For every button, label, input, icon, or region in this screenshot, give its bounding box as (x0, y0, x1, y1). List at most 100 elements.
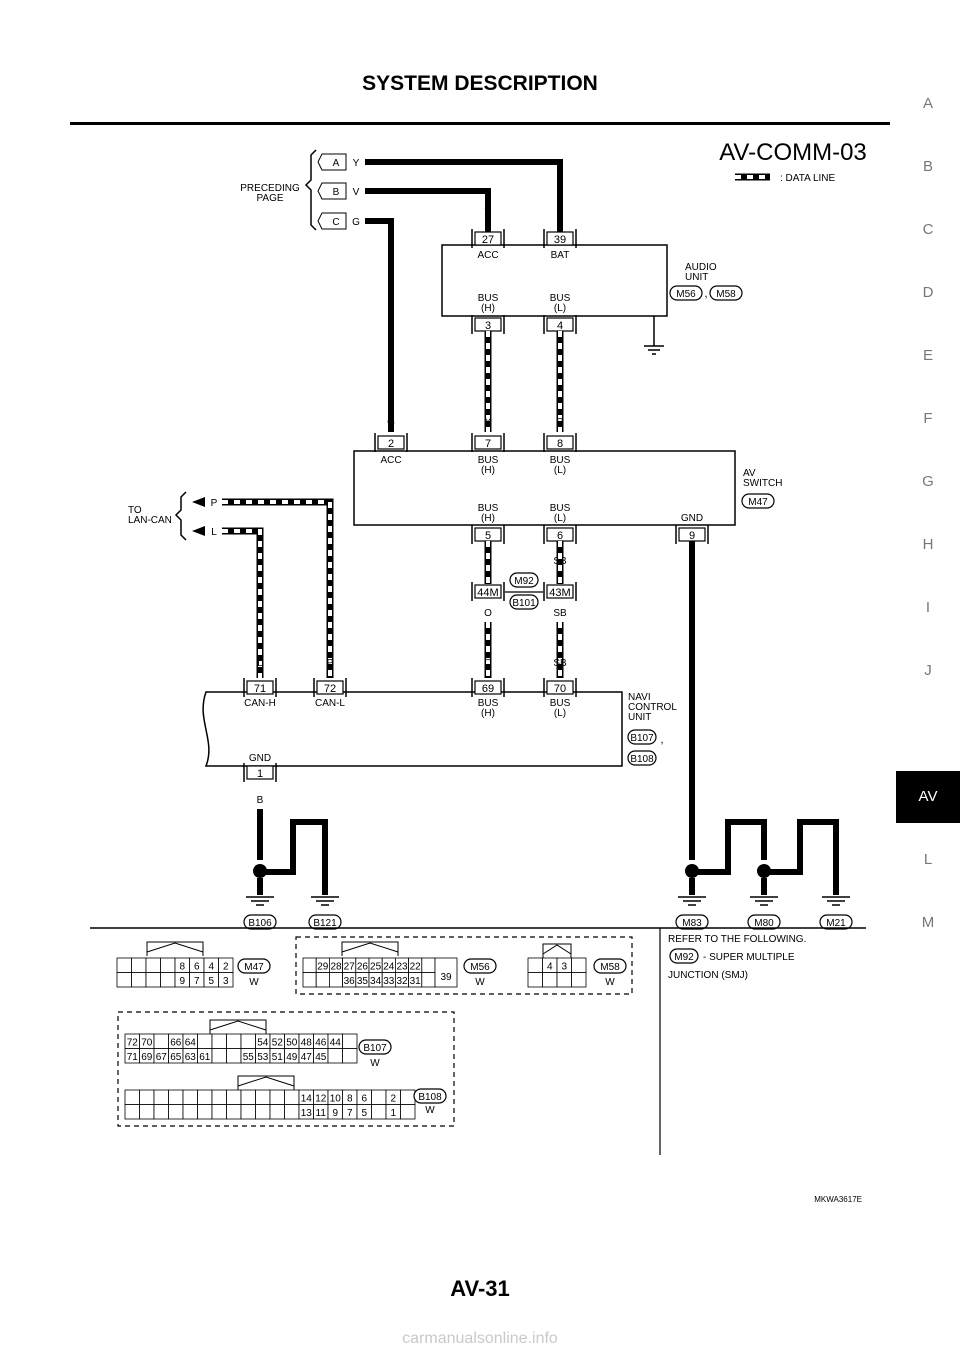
connector-view-m47-hood (146, 942, 204, 953)
connector-view-b108-pin: 12 (315, 1094, 327, 1105)
connector-view-m56-id-label: M56 (470, 962, 490, 973)
av-pin-label: GND (681, 513, 703, 524)
connector-view-m56-pin: 25 (370, 962, 382, 973)
connector-view-m47-cell (131, 957, 147, 973)
connector-view-b108-cell (153, 1104, 169, 1120)
legend-text: : DATA LINE (780, 173, 836, 184)
connector-view-m58-pin: 3 (561, 962, 567, 973)
connector-view-b108-pin: 10 (330, 1094, 342, 1105)
connector-view-m56-pin: 29 (317, 962, 329, 973)
wire-color: SB (553, 608, 567, 619)
tab-j[interactable]: J (924, 662, 932, 679)
connector-b108 (627, 750, 657, 766)
ground-wire (692, 819, 767, 875)
wire-v-acc (365, 188, 491, 232)
tab-h[interactable]: H (922, 536, 934, 553)
connector-view-b107-pin: 61 (199, 1052, 211, 1063)
navi-pin-1-number: 1 (257, 768, 263, 780)
audio-pin-39-number: 39 (554, 234, 566, 246)
connector-view-b107-pin: 69 (141, 1052, 153, 1063)
data-line-can-h (222, 529, 262, 678)
connector-view-b108-cell (269, 1104, 285, 1120)
reference-connector-m92 (669, 948, 699, 964)
tab-g[interactable]: G (922, 473, 934, 490)
ground-connector-m83-label: M83 (682, 918, 702, 929)
connector-view-b108-cell (211, 1089, 227, 1105)
connector-b107-label: B107 (630, 733, 654, 744)
connector-b101-label: B101 (512, 598, 536, 609)
connector-view-b107-pin: 65 (170, 1052, 182, 1063)
connector-view-b108-id (413, 1088, 447, 1104)
ground-connector-m83 (675, 914, 709, 930)
connector-view-b108-cell (240, 1104, 256, 1120)
connector-view-b107-cell (153, 1033, 169, 1049)
connector-view-b107-pin: 50 (286, 1038, 298, 1049)
preceding-pin-letter: B (333, 187, 340, 198)
connector-m47-label: M47 (748, 497, 768, 508)
connector-view-b108-cell (400, 1089, 416, 1105)
connector-view-b108-cell (211, 1104, 227, 1120)
wire-y-bat (365, 159, 563, 232)
reference-note-line: - SUPER MULTIPLE (703, 952, 795, 963)
tab-i[interactable]: I (925, 599, 931, 616)
av-pin-2-number: 2 (388, 438, 394, 450)
connector-view-m58-color: W (605, 977, 615, 988)
connector-m56 (669, 285, 703, 301)
tab-f[interactable]: F (923, 410, 933, 427)
connector-view-b107-cell (240, 1033, 256, 1049)
connector-separator: , (660, 734, 663, 746)
ground-connector-m80 (747, 914, 781, 930)
connector-view-m56-id (463, 958, 497, 974)
audio-pin-label: BAT (551, 250, 570, 261)
connector-view-m58-cell (571, 972, 587, 988)
connector-m58 (709, 285, 743, 301)
connector-view-m56-pin: 31 (410, 976, 422, 987)
wire-color: R (556, 417, 563, 428)
connector-view-m56-pin: 39 (440, 972, 452, 983)
connector-view-b107-id (358, 1039, 392, 1055)
connector-view-m47-cell (160, 957, 176, 973)
connector-view-b108-color: W (425, 1105, 435, 1116)
tab-c[interactable]: C (922, 221, 934, 238)
connector-view-b107-pin: 64 (185, 1038, 197, 1049)
connector-view-b108-pin: 5 (361, 1108, 367, 1119)
page-number: AV-31 (450, 1276, 510, 1301)
wire-color: O (484, 608, 492, 619)
preceding-pin-letter: A (333, 158, 340, 169)
connector-m47 (741, 493, 775, 509)
tab-d[interactable]: D (922, 284, 934, 301)
connector-view-m56-cell (302, 972, 317, 988)
connector-view-b107-pin: 54 (257, 1038, 269, 1049)
tab-e[interactable]: E (922, 347, 933, 364)
connector-view-b107-cell (327, 1048, 343, 1064)
connector-m92 (509, 572, 539, 588)
audio-pin-label: BUS (478, 293, 499, 304)
connector-view-m56-pin: 34 (370, 976, 382, 987)
junction-pin-44m-number: 44M (477, 587, 498, 599)
tab-b[interactable]: B (922, 158, 933, 175)
wire-color: B (689, 840, 696, 851)
navi-pin-69 (474, 680, 502, 695)
connector-view-b107-pin: 46 (315, 1038, 327, 1049)
connector-view-b107-pin: 72 (127, 1038, 139, 1049)
av-pin-8-number: 8 (557, 438, 563, 450)
tab-a[interactable]: A (922, 95, 933, 112)
connector-view-b107-cell (226, 1048, 242, 1064)
connector-view-m56-cell (315, 972, 330, 988)
av-switch-name: AV (743, 468, 756, 479)
connector-view-m56-pin: 27 (344, 962, 356, 973)
navi-pin-label: BUS (550, 698, 571, 709)
tab-l[interactable]: L (923, 851, 933, 868)
preceding-page-label: PAGE (256, 193, 283, 204)
preceding-page-brace (304, 149, 317, 231)
tab-av[interactable]: AV (896, 771, 960, 823)
connector-view-m56-pin: 35 (357, 976, 369, 987)
connector-view-b107-pin: 55 (243, 1052, 255, 1063)
connector-view-b107-pin: 63 (185, 1052, 197, 1063)
ground-wire (764, 819, 839, 895)
av-switch-box (353, 450, 736, 526)
tab-m[interactable]: M (921, 914, 935, 931)
navi-pin-label: GND (249, 753, 271, 764)
connector-view-m47-cell (145, 972, 161, 988)
